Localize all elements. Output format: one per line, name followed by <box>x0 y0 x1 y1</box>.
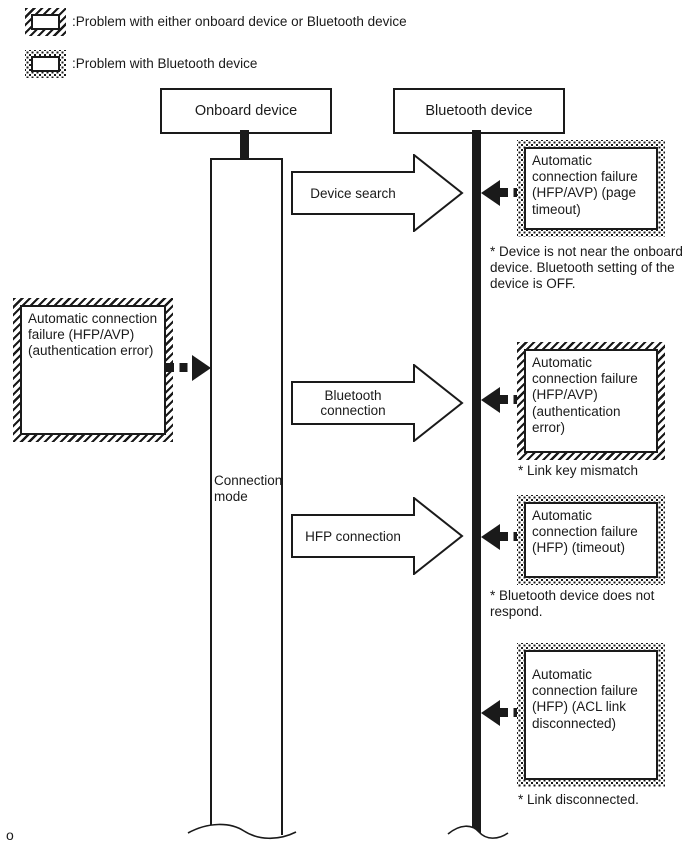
bluetooth-connection-arrow: Bluetooth connection <box>291 364 464 442</box>
failure-box-acl-disconnect-text: Automatic connection failure (HFP) (ACL … <box>532 667 638 731</box>
block-arrow-right-icon <box>291 497 464 575</box>
legend-swatch-dotted-icon <box>25 50 66 78</box>
failure-box-page-timeout: Automatic connection failure (HFP/AVP) (… <box>517 140 665 237</box>
connection-mode-label: Connection mode <box>214 473 283 504</box>
bluetooth-connection-label: Bluetooth connection <box>320 388 386 418</box>
onboard-device-box: Onboard device <box>160 88 332 134</box>
failure-box-auth-error-text: Automatic connection failure (HFP/AVP) (… <box>532 355 638 435</box>
page-mark: o <box>6 827 14 843</box>
note-link-disconnected: * Link disconnected. <box>518 792 639 807</box>
lifeline-break-wave-icon <box>187 823 297 844</box>
bluetooth-device-box: Bluetooth device <box>393 88 565 134</box>
onboard-connector-bar <box>240 130 249 159</box>
onboard-lifeline <box>210 158 283 835</box>
legend-swatch-inner <box>31 14 60 30</box>
failure-box-left-auth-error: Automatic connection failure (HFP/AVP) (… <box>13 298 173 442</box>
legend-swatch-hatched-icon <box>25 8 66 36</box>
device-search-arrow: Device search <box>291 154 464 232</box>
note-device-not-near: * Device is not near the onboard device.… <box>490 244 683 292</box>
legend-label-dotted: :Problem with Bluetooth device <box>72 56 258 71</box>
failure-box-auth-error: Automatic connection failure (HFP/AVP) (… <box>517 342 665 460</box>
failure-box-hfp-timeout-text: Automatic connection failure (HFP) (time… <box>532 508 638 556</box>
note-link-key-mismatch: * Link key mismatch <box>518 463 639 478</box>
hfp-connection-label: HFP connection <box>305 528 401 544</box>
dashed-arrow-left-icon <box>481 524 517 550</box>
dashed-arrow-left-icon <box>481 180 517 206</box>
dashed-arrow-right-icon <box>166 355 211 381</box>
note-no-response: * Bluetooth device does not respond. <box>490 588 655 620</box>
failure-box-page-timeout-text: Automatic connection failure (HFP/AVP) (… <box>532 153 638 217</box>
failure-box-hfp-timeout: Automatic connection failure (HFP) (time… <box>517 495 665 585</box>
lifeline-break-wave-icon <box>447 825 509 844</box>
block-arrow-right-icon <box>291 364 464 442</box>
legend-label-hatched: :Problem with either onboard device or B… <box>72 14 407 29</box>
legend-swatch-inner <box>31 56 60 72</box>
failure-box-left-text: Automatic connection failure (HFP/AVP) (… <box>28 311 158 359</box>
failure-box-acl-disconnect: Automatic connection failure (HFP) (ACL … <box>517 643 665 787</box>
bluetooth-lifeline <box>472 130 481 833</box>
block-arrow-right-icon <box>291 154 464 232</box>
dashed-arrow-left-icon <box>481 700 517 726</box>
device-search-label: Device search <box>310 185 396 201</box>
hfp-connection-arrow: HFP connection <box>291 497 464 575</box>
dashed-arrow-left-icon <box>481 387 517 413</box>
